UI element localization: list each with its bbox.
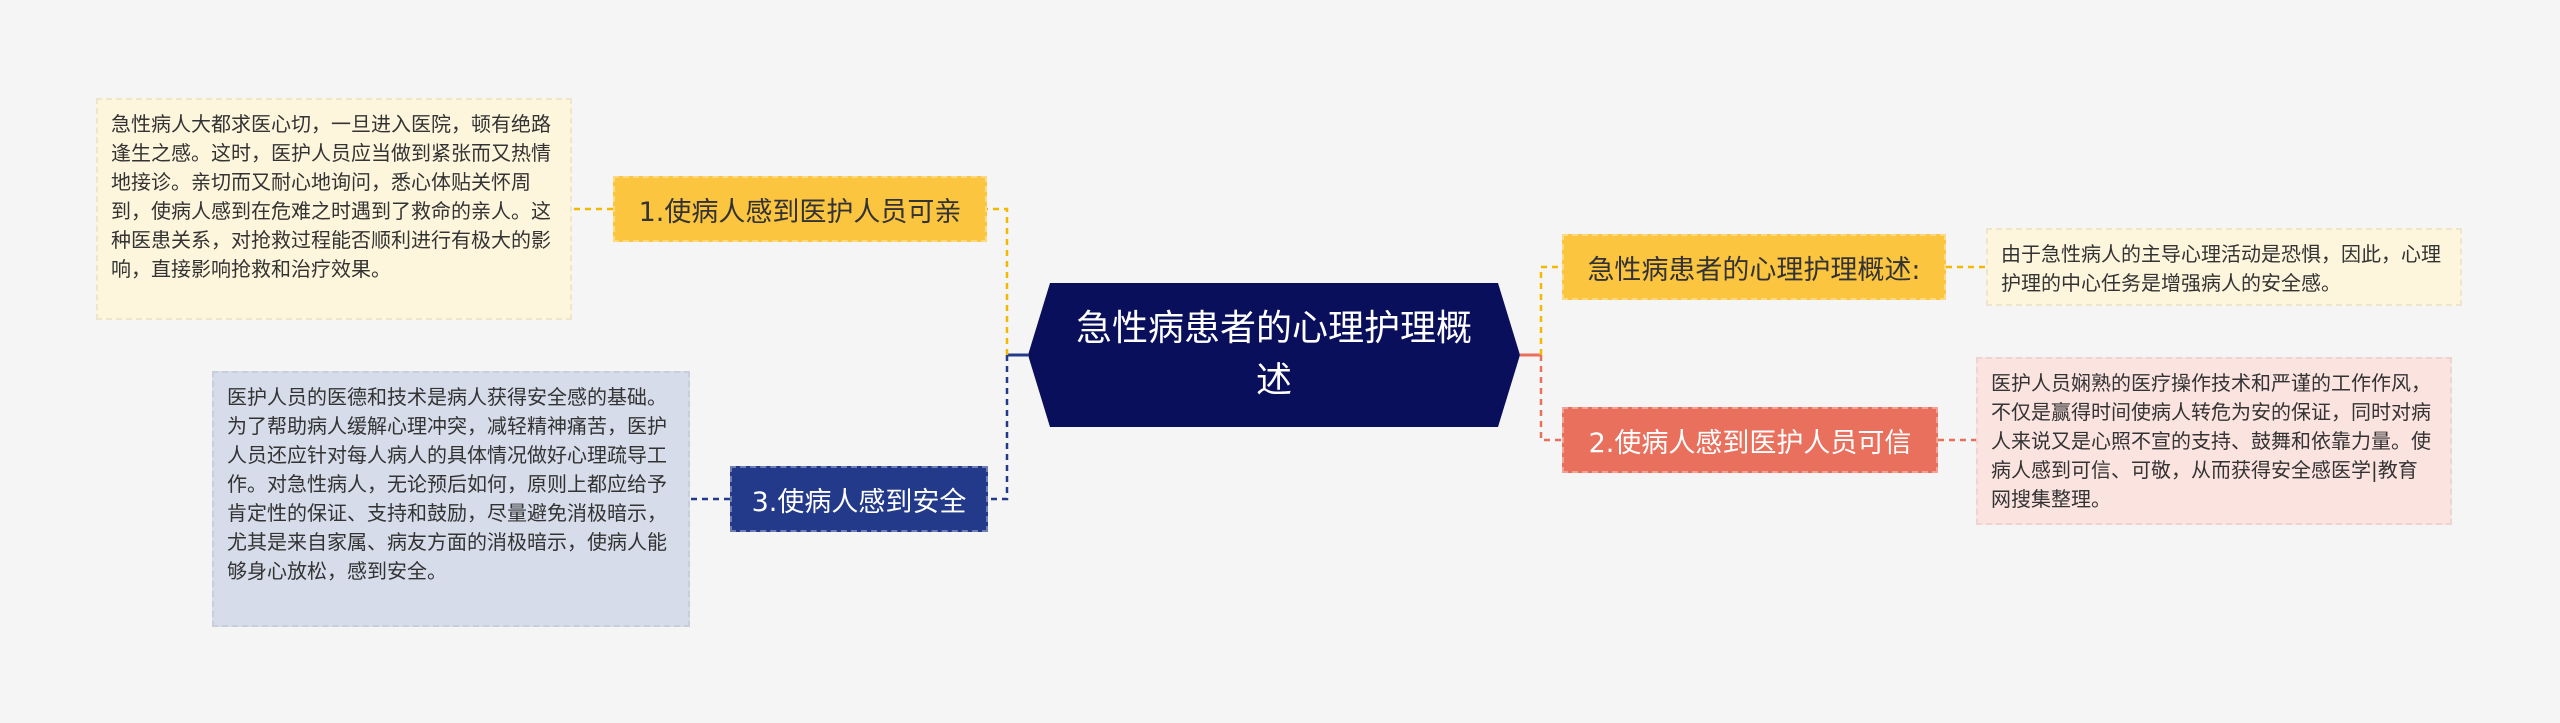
- note-safe: 医护人员的医德和技术是病人获得安全感的基础。为了帮助病人缓解心理冲突，减轻精神痛…: [212, 371, 690, 627]
- branch-approachable[interactable]: 1.使病人感到医护人员可亲: [613, 176, 987, 242]
- central-topic-shape: [1028, 283, 1520, 427]
- note-overview: 由于急性病人的主导心理活动是恐惧，因此，心理护理的中心任务是增强病人的安全感。: [1986, 228, 2462, 306]
- branch-safe[interactable]: 3.使病人感到安全: [730, 466, 988, 532]
- link-to-b4: [1539, 265, 1562, 355]
- link-to-b1: [987, 207, 1009, 355]
- link-to-b3: [988, 355, 1009, 501]
- central-topic-label: 急性病患者的心理护理概述: [1075, 308, 1472, 401]
- branch-trustworthy[interactable]: 2.使病人感到医护人员可信: [1562, 407, 1938, 473]
- note-approachable: 急性病人大都求医心切，一旦进入医院，顿有绝路逢生之感。这时，医护人员应当做到紧张…: [96, 98, 572, 320]
- note-trustworthy: 医护人员娴熟的医疗操作技术和严谨的工作作风，不仅是赢得时间使病人转危为安的保证，…: [1976, 357, 2452, 525]
- branch-overview[interactable]: 急性病患者的心理护理概述:: [1562, 234, 1946, 300]
- central-topic[interactable]: 急性病患者的心理护理概述: [1028, 283, 1520, 427]
- link-to-b2: [1539, 355, 1562, 442]
